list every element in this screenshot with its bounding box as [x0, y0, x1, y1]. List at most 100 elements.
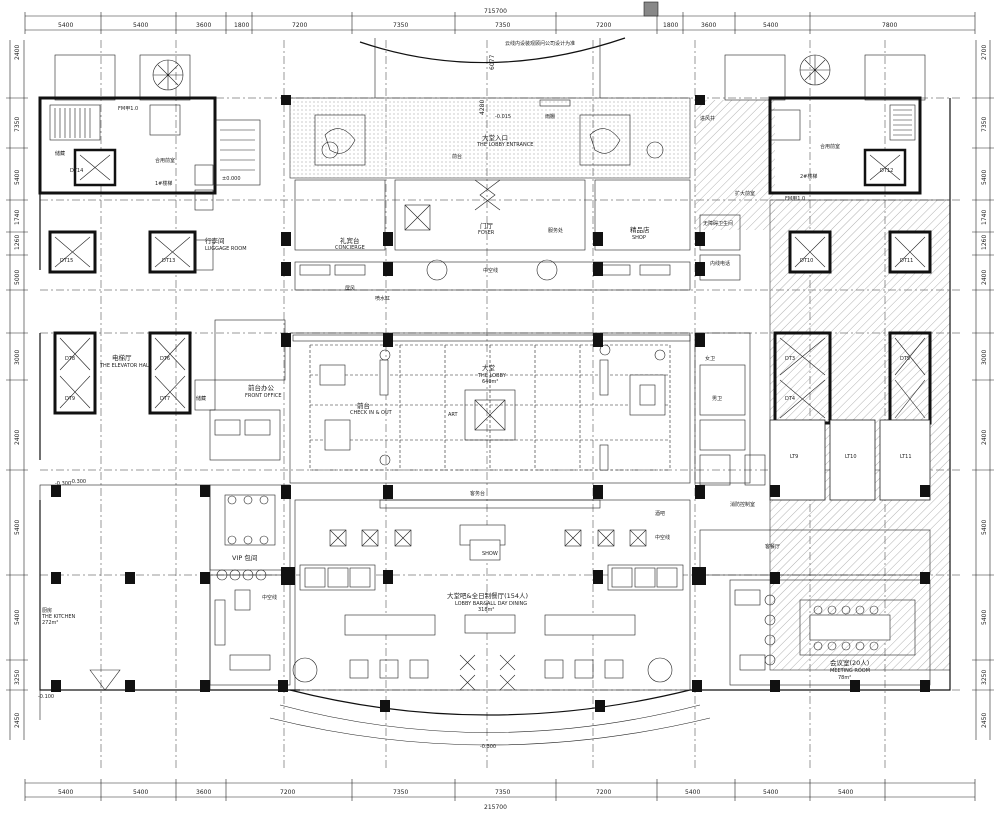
dim-vertical-4280: 4280 [479, 100, 486, 115]
label-kitchen: 厨房 [42, 607, 52, 614]
label-front-office: 前台办公 [248, 383, 275, 392]
label-level-c: -0.300 [70, 479, 86, 485]
entrance-canopy-area [289, 97, 691, 179]
label-entrance: 大堂入口 [482, 133, 508, 142]
label-lt10: LT10 [845, 454, 857, 460]
label-lobby: 大堂 [482, 363, 496, 372]
hatched-upper-right [695, 100, 775, 230]
dim-left-7: 3000 [14, 350, 21, 365]
label-foyer: 门厅 [480, 221, 494, 230]
label-dt11: DT11 [900, 258, 913, 264]
lobby-area [289, 332, 691, 484]
dim-right-8: 2400 [981, 430, 988, 445]
label-lobby-area: 640m² [482, 379, 498, 385]
dim-bottom-8: 5400 [685, 789, 700, 796]
label-storage-left: 储藏 [55, 150, 65, 157]
label-expansion: 扩大前室 [735, 190, 755, 197]
dim-right-7: 3000 [981, 350, 988, 365]
label-canopy: 雨棚 [545, 113, 555, 120]
label-level-outside: -0.300 [480, 744, 496, 750]
label-dt6: DT6 [160, 356, 170, 362]
label-level-e: -0.100 [38, 694, 54, 700]
dim-right-12: 2450 [981, 713, 988, 728]
label-lt9: LT9 [790, 454, 798, 460]
label-storage-mid: 储藏 [196, 395, 206, 402]
dim-top-2: 5400 [133, 22, 148, 29]
dim-top-8: 7200 [596, 22, 611, 29]
label-dt12: DT12 [880, 168, 893, 174]
label-dt7: DT7 [160, 396, 170, 402]
dim-right-2: 7350 [981, 117, 988, 132]
dim-right-1: 2700 [981, 45, 988, 60]
dim-left-11: 3250 [14, 670, 21, 685]
label-meeting-area: 78m² [838, 675, 851, 681]
label-shop-en: SHOP [632, 235, 646, 241]
dim-left-3: 5400 [14, 170, 21, 185]
label-fire-door-left: FM甲1.0 [118, 106, 138, 112]
label-level-d: -0.015 [495, 114, 511, 120]
label-kitchen-en: THE KITCHEN [41, 614, 75, 620]
label-elevator-hall-en: THE ELEVATOR HALL [99, 363, 152, 369]
dim-bottom-total: 215700 [484, 804, 507, 811]
dim-vertical-6077: 6077 [489, 55, 496, 70]
label-private-dining: 客餐厅 [765, 543, 780, 550]
dim-bottom-10: 5400 [838, 789, 853, 796]
label-fire-door-right: FM甲1.0 [785, 196, 805, 202]
meeting-block [699, 529, 931, 686]
label-lt11: LT11 [900, 454, 912, 460]
dim-top-5: 7200 [292, 22, 307, 29]
label-lobby-service: 酒吧 [655, 510, 665, 517]
dim-left-1: 2400 [14, 45, 21, 60]
dining-area [292, 499, 691, 691]
bottom-dimension-chain: 5400 5400 3600 7200 7350 7350 7200 5400 … [24, 779, 976, 811]
dim-right-4: 1740 [981, 210, 988, 225]
label-entrance-en: THE LOBBY ENTRANCE [476, 142, 533, 148]
dim-bottom-3: 3600 [196, 789, 211, 796]
label-dining-area: 318m² [478, 607, 494, 613]
label-joint-front-left: 合用前室 [155, 157, 175, 164]
label-dt4: DT4 [785, 396, 795, 402]
label-dt15: DT15 [60, 258, 73, 264]
label-fire-control: 消防控制室 [730, 501, 755, 508]
design-credit-note: 云线内设装观顾问公司设计为准 [505, 40, 575, 47]
upper-left-core [38, 54, 261, 274]
dim-left-4: 1740 [14, 210, 21, 225]
label-meeting-en: MEETING ROOM [830, 668, 870, 674]
label-luggage: 行李间 [205, 236, 225, 245]
label-show: SHOW [482, 551, 498, 557]
left-dimension-chain: 2400 7350 5400 1740 1260 5000 3000 2400 … [6, 40, 28, 740]
elevator-hall [53, 319, 286, 461]
label-dt8: DT8 [65, 356, 75, 362]
label-restroom-m: 男卫 [712, 396, 722, 402]
dim-left-8: 2400 [14, 430, 21, 445]
label-vip-room: VIP 包间 [232, 553, 257, 562]
dim-right-9: 5400 [981, 520, 988, 535]
label-guest-desk: 客务台 [470, 490, 485, 497]
label-back-office: 服务处 [548, 227, 563, 234]
label-dt13: DT13 [162, 258, 175, 264]
label-handicap: 无障碍卫生间 [703, 220, 733, 227]
label-concierge-en: CONCIERGE [335, 245, 365, 251]
label-dt9: DT9 [65, 396, 75, 402]
dim-left-5: 1260 [14, 235, 21, 250]
dim-right-5: 1260 [981, 235, 988, 250]
label-middle-office: 中空线 [262, 594, 277, 601]
dining-tables-upper [329, 529, 647, 547]
label-dt5: DT5 [900, 356, 910, 362]
dim-right-6: 2400 [981, 270, 988, 285]
label-level-a: -0.300 [55, 481, 71, 487]
label-dt3: DT3 [785, 356, 795, 362]
dim-right-10: 5400 [981, 610, 988, 625]
dim-bottom-6: 7350 [495, 789, 510, 796]
label-entry-note: 进风井 [700, 115, 715, 122]
dim-top-10: 3600 [701, 22, 716, 29]
dim-bottom-9: 5400 [763, 789, 778, 796]
dim-bottom-7: 7200 [596, 789, 611, 796]
dim-right-11: 3250 [981, 670, 988, 685]
dim-bottom-1: 5400 [58, 789, 73, 796]
right-dimension-chain: 2700 7350 5400 1740 1260 2400 3000 2400 … [972, 40, 994, 740]
dim-bottom-2: 5400 [133, 789, 148, 796]
dim-top-4: 1800 [234, 22, 249, 29]
label-dt10: DT10 [800, 258, 813, 264]
